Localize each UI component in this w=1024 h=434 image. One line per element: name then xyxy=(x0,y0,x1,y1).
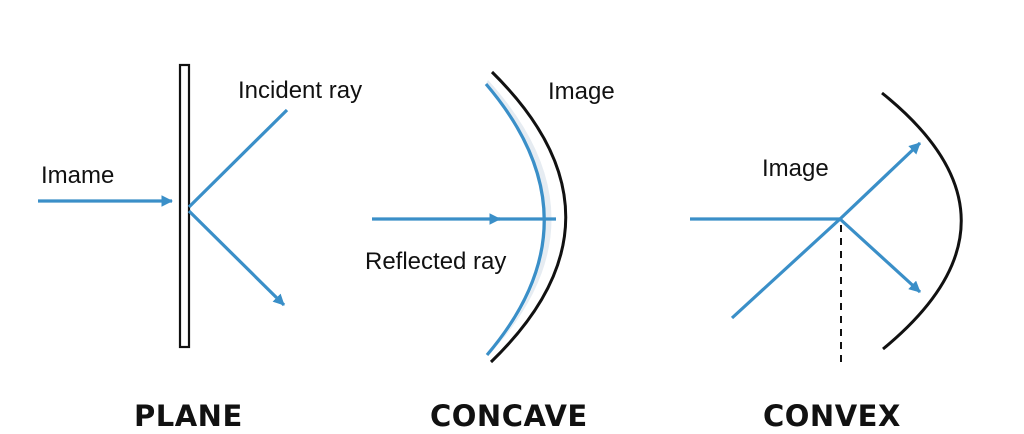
plane-label-left: Imame xyxy=(41,162,115,189)
convex-lower-ray xyxy=(730,217,842,320)
concave-mirror-shading xyxy=(486,80,552,356)
concave-mirror-outer-arc xyxy=(489,70,568,364)
convex-title: CONVEX xyxy=(763,399,901,433)
concave-label-top: Image xyxy=(548,78,615,105)
convex-reflected-ray-down xyxy=(838,217,922,294)
convex-mirror-arc xyxy=(881,91,963,351)
concave-label-bottom: Reflected ray xyxy=(365,248,507,275)
concave-panel xyxy=(372,70,568,364)
plane-label-top: Incident ray xyxy=(238,77,363,104)
convex-label-top: Image xyxy=(762,155,829,182)
plane-mirror xyxy=(178,63,191,349)
plane-incident-ray xyxy=(187,108,289,209)
concave-title: CONCAVE xyxy=(430,399,588,433)
plane-reflected-ray xyxy=(187,209,286,307)
convex-panel xyxy=(690,91,963,362)
convex-reflected-ray-up xyxy=(838,141,922,221)
plane-panel xyxy=(38,63,289,349)
plane-title: PLANE xyxy=(134,399,243,433)
